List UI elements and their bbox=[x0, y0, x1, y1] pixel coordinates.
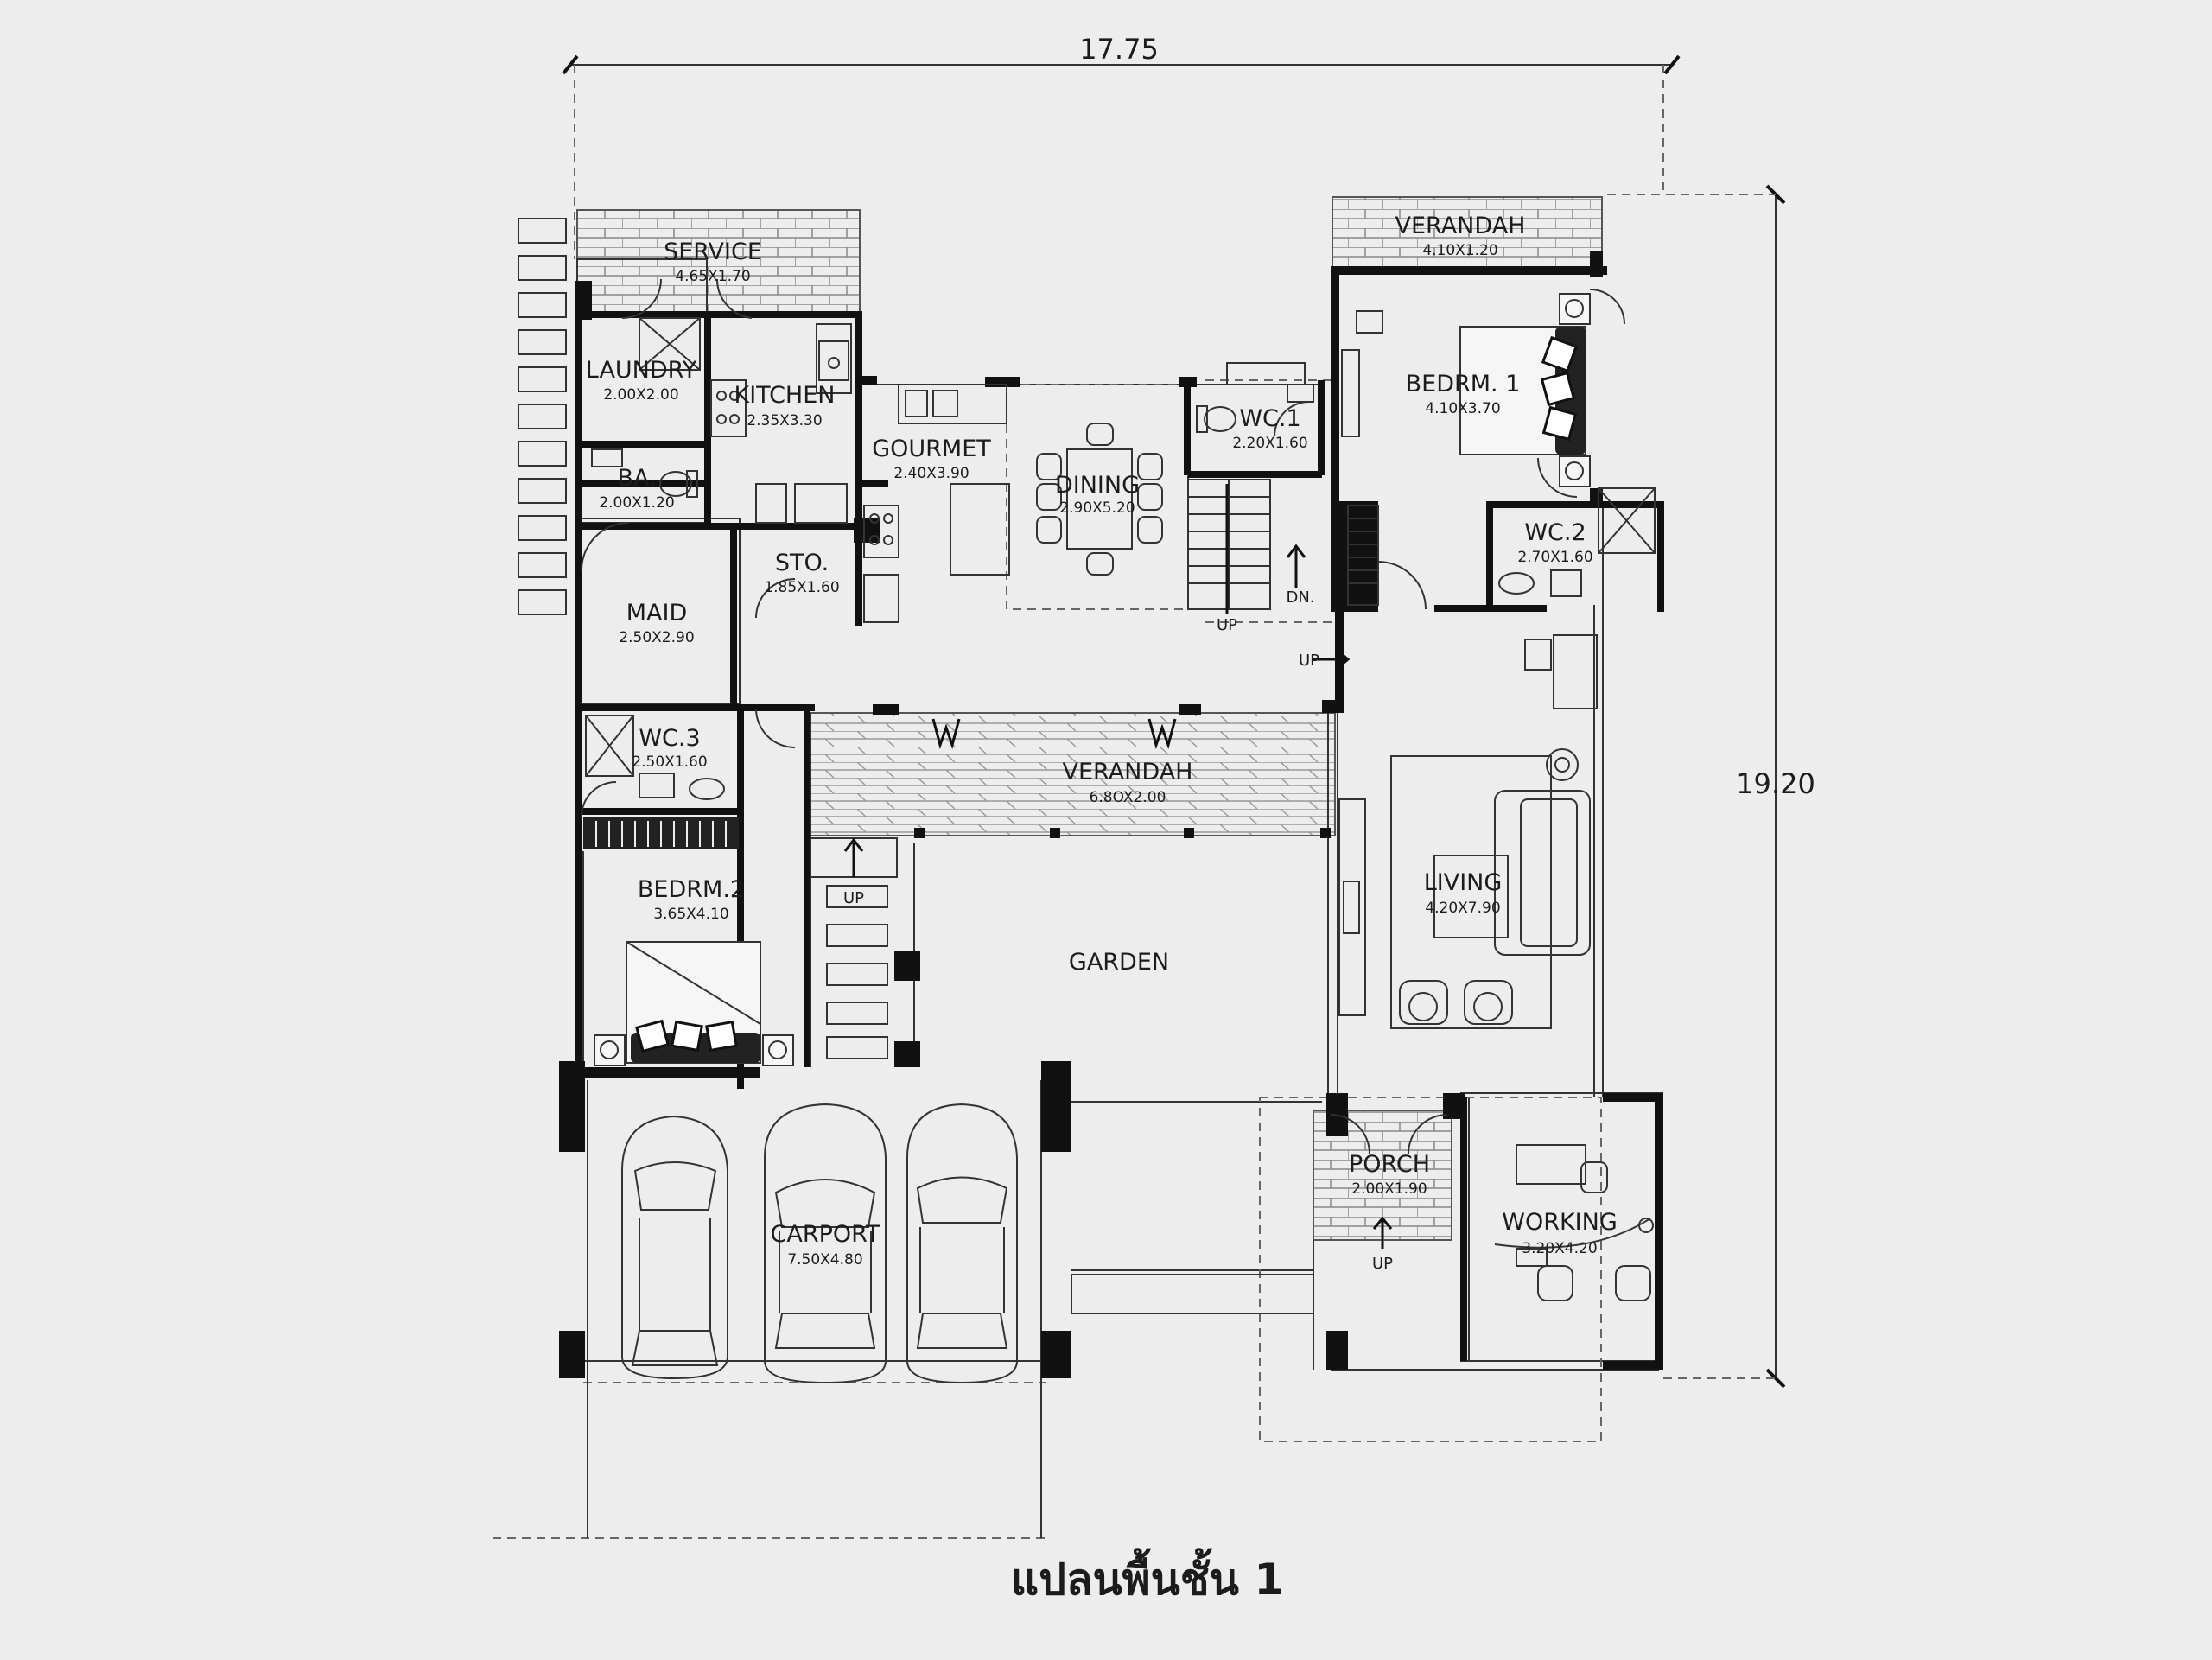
verandah-mid-deck bbox=[810, 712, 1336, 836]
up-arrows bbox=[1313, 649, 1393, 1249]
room-maid-name: MAID bbox=[626, 600, 688, 626]
room-carport-size: 7.50X4.80 bbox=[787, 1251, 862, 1269]
room-bedrm1-size: 4.10X3.70 bbox=[1425, 400, 1500, 417]
room-wc1-name: WC.1 bbox=[1239, 405, 1300, 432]
room-bedrm2-size: 3.65X4.10 bbox=[653, 906, 728, 923]
bedroom-up-label: UP bbox=[1299, 652, 1319, 670]
room-wc2-name: WC.2 bbox=[1524, 519, 1586, 546]
carport-threshold bbox=[1071, 1274, 1314, 1314]
dining-table bbox=[1036, 423, 1163, 576]
room-laundry-size: 2.00X2.00 bbox=[603, 386, 678, 404]
car-1 bbox=[621, 1115, 728, 1380]
room-sto-name: STO. bbox=[775, 550, 829, 576]
room-dining-size: 2.90X5.20 bbox=[1059, 499, 1135, 517]
bed-2 bbox=[583, 817, 794, 1066]
dimension-depth: 19.20 bbox=[1607, 184, 1815, 1389]
room-working-size: 3.20X4.20 bbox=[1522, 1240, 1597, 1257]
stair-notes: UP DN. UP UP UP bbox=[843, 588, 1393, 1273]
room-verandah-mid-size: 6.8OX2.00 bbox=[1090, 789, 1166, 806]
room-wc1-size: 2.20X1.60 bbox=[1232, 435, 1307, 452]
car-2 bbox=[764, 1103, 887, 1384]
room-living-name: LIVING bbox=[1424, 869, 1503, 896]
room-laundry-name: LAUNDRY bbox=[586, 357, 697, 384]
room-maid-size: 2.50X2.90 bbox=[619, 629, 694, 646]
car-3 bbox=[906, 1103, 1018, 1384]
stair-dn-label: DN. bbox=[1286, 588, 1314, 607]
room-wc3-size: 2.50X1.60 bbox=[632, 754, 707, 771]
room-carport-name: CARPORT bbox=[771, 1221, 880, 1248]
bathroom-fixtures bbox=[585, 317, 1656, 800]
plan-title: แปลนพื้นชั้น 1 bbox=[1011, 1548, 1284, 1605]
verandah-seat-marks bbox=[931, 718, 1177, 750]
room-bedrm1-name: BEDRM. 1 bbox=[1406, 371, 1521, 398]
room-garden-name: GARDEN bbox=[1069, 949, 1169, 976]
room-kitchen-name: KITCHEN bbox=[734, 382, 836, 409]
verandah-posts bbox=[914, 828, 1331, 838]
walls bbox=[559, 251, 1664, 1378]
room-service-name: SERVICE bbox=[664, 239, 762, 265]
room-working-name: WORKING bbox=[1502, 1209, 1618, 1236]
room-labels: SERVICE 4.65X1.70 LAUNDRY 2.00X2.00 KITC… bbox=[586, 213, 1618, 1269]
dimension-width: 17.75 bbox=[562, 33, 1681, 259]
service-yard-floor bbox=[576, 209, 861, 313]
room-wc3-name: WC.3 bbox=[639, 725, 700, 752]
working-furniture bbox=[1494, 1144, 1654, 1301]
room-living-size: 4.20X7.90 bbox=[1425, 900, 1500, 917]
room-porch-name: PORCH bbox=[1349, 1151, 1430, 1178]
garden-up-label: UP bbox=[843, 889, 864, 907]
stairs bbox=[1187, 479, 1306, 614]
room-ba-size: 2.00X1.20 bbox=[599, 494, 674, 512]
room-ba-name: BA. bbox=[617, 465, 656, 492]
room-wc2-size: 2.70X1.60 bbox=[1517, 549, 1592, 566]
dashed-outlines bbox=[493, 379, 1602, 1539]
room-dining-name: DINING bbox=[1055, 472, 1140, 499]
stair-bedroom bbox=[1347, 505, 1379, 606]
bed-1 bbox=[1341, 293, 1591, 487]
living-furniture bbox=[1338, 634, 1598, 1029]
width-dimension-label: 17.75 bbox=[1079, 33, 1159, 66]
room-bedrm2-name: BEDRM.2 bbox=[638, 876, 745, 903]
stepping-stones bbox=[518, 218, 567, 615]
stair-up-label: UP bbox=[1217, 616, 1237, 634]
room-gourmet-name: GOURMET bbox=[872, 436, 991, 462]
depth-dimension-label: 19.20 bbox=[1736, 767, 1815, 800]
room-verandah-top-size: 4.10X1.20 bbox=[1422, 242, 1497, 259]
room-sto-size: 1.85X1.60 bbox=[764, 579, 839, 596]
room-service-size: 4.65X1.70 bbox=[675, 268, 750, 285]
porch-up-label: UP bbox=[1372, 1255, 1393, 1273]
room-kitchen-size: 2.35X3.30 bbox=[747, 412, 822, 429]
room-verandah-top-name: VERANDAH bbox=[1395, 213, 1526, 239]
garden-steps bbox=[810, 837, 898, 1059]
kitchen-fixtures bbox=[710, 323, 1010, 623]
room-porch-size: 2.00X1.90 bbox=[1351, 1180, 1427, 1198]
room-gourmet-size: 2.40X3.90 bbox=[893, 465, 969, 482]
room-verandah-mid-name: VERANDAH bbox=[1063, 759, 1193, 785]
